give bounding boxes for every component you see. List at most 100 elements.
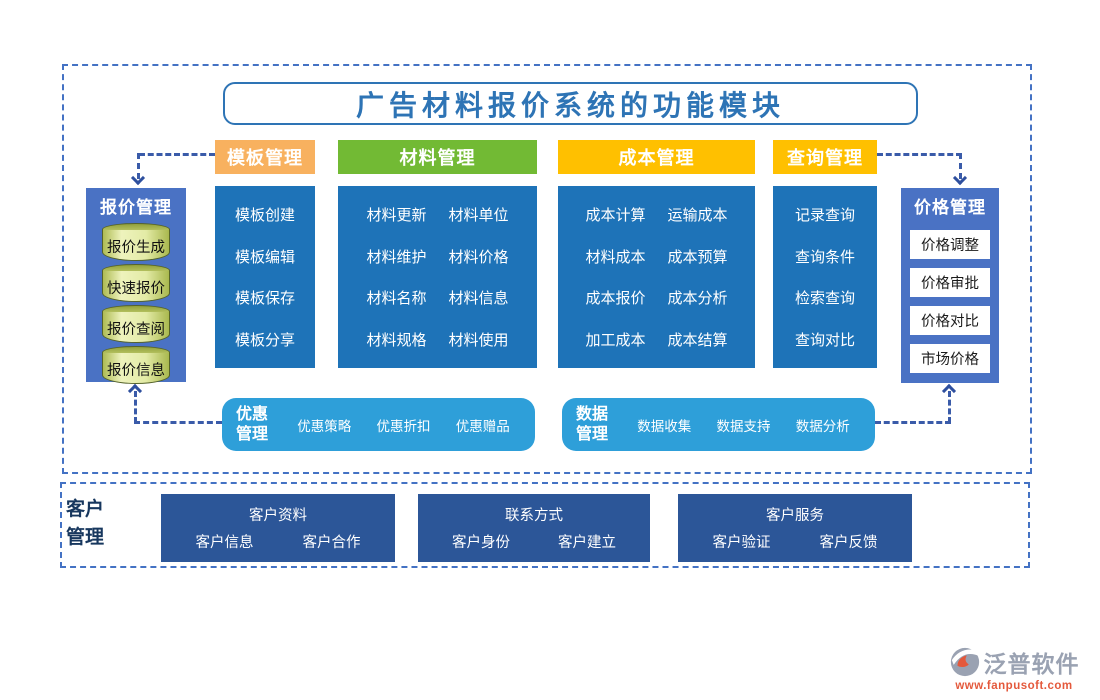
data-management-title: 数据管理 (576, 405, 609, 443)
column-row: 加工成本 成本结算 (558, 329, 755, 350)
customer-service-box: 客户服务 客户验证 客户反馈 (678, 494, 912, 562)
customer-group-title: 客户资料 (249, 508, 307, 524)
pill-item: 优惠策略 (297, 418, 352, 434)
cost-management-column: 成本计算 运输成本 材料成本 成本预算 成本报价 成本分析 加工成本 成本结算 (558, 186, 755, 368)
column-item: 模板创建 (234, 207, 295, 225)
header-label: 材料管理 (399, 148, 476, 168)
connector-discount-to-quote-vline (134, 391, 137, 423)
fanpu-logo-name: 泛普软件 (983, 651, 1080, 677)
query-management-column: 记录查询 查询条件 检索查询 查询对比 (773, 186, 877, 368)
header-label: 查询管理 (787, 148, 863, 168)
customer-group-items: 客户身份 客户建立 (428, 531, 640, 552)
fanpu-logo-row: 泛普软件 (949, 645, 1080, 679)
column-row: 成本报价 成本分析 (558, 287, 755, 308)
customer-dashed-frame (60, 482, 1030, 568)
discount-items: 优惠策略 优惠折扣 优惠赠品 (272, 415, 535, 435)
customer-group-items: 客户验证 客户反馈 (688, 531, 902, 552)
quote-management-title: 报价管理 (100, 198, 172, 217)
customer-item: 客户反馈 (819, 535, 878, 551)
column-item: 材料价格 (448, 248, 509, 266)
column-item: 运输成本 (667, 207, 728, 225)
column-row: 材料维护 材料价格 (338, 246, 537, 267)
diagram-title-box: 广告材料报价系统的功能模块 (223, 82, 918, 125)
cylinder-body-icon (102, 271, 170, 302)
column-row: 材料规格 材料使用 (338, 329, 537, 350)
column-item: 模板保存 (234, 290, 295, 308)
column-item: 成本报价 (585, 290, 646, 308)
price-item: 价格审批 (910, 268, 990, 297)
column-item: 成本计算 (585, 207, 646, 225)
connector-data-to-price-vline (948, 391, 951, 423)
column-item: 记录查询 (794, 207, 855, 225)
column-item: 成本分析 (667, 290, 728, 308)
customer-item: 客户建立 (558, 535, 616, 551)
customer-item: 客户验证 (712, 535, 771, 551)
customer-item: 客户身份 (452, 535, 510, 551)
column-item: 模板编辑 (234, 248, 295, 266)
customer-group-title: 客户服务 (766, 508, 824, 524)
connector-query-to-price-vline (959, 153, 962, 179)
customer-item: 客户信息 (195, 535, 254, 551)
connector-query-to-price-hline (877, 153, 962, 156)
header-label: 成本管理 (618, 148, 695, 168)
header-query-management: 查询管理 (773, 140, 877, 174)
main-dashed-frame (62, 64, 1032, 474)
column-item: 查询条件 (794, 248, 855, 266)
pill-item: 数据分析 (795, 418, 850, 434)
column-row: 材料成本 成本预算 (558, 246, 755, 267)
pill-item: 数据支持 (716, 418, 771, 434)
column-row: 材料更新 材料单位 (338, 204, 537, 225)
column-item: 材料信息 (448, 290, 509, 308)
discount-management-title: 优惠管理 (236, 405, 269, 443)
column-item: 材料维护 (366, 248, 427, 266)
fanpu-logo: 泛普软件 www.fanpusoft.com (938, 645, 1090, 692)
price-management-title: 价格管理 (914, 198, 986, 217)
header-cost-management: 成本管理 (558, 140, 755, 174)
cylinder-body-icon (102, 312, 170, 343)
column-item: 材料规格 (366, 331, 427, 349)
header-material-management: 材料管理 (338, 140, 537, 174)
column-row: 成本计算 运输成本 (558, 204, 755, 225)
column-item: 查询对比 (794, 331, 855, 349)
pill-item: 优惠赠品 (455, 418, 510, 434)
cylinder-body-icon (102, 353, 170, 384)
discount-management-pill: 优惠管理 优惠策略 优惠折扣 优惠赠品 (222, 398, 535, 451)
price-item: 市场价格 (910, 344, 990, 373)
pill-item: 优惠折扣 (376, 418, 431, 434)
database-cylinder: 快速报价 (102, 264, 170, 302)
header-template-management: 模板管理 (215, 140, 315, 174)
column-item: 材料更新 (366, 207, 427, 225)
connector-template-to-quote-vline (137, 153, 140, 179)
column-item: 成本预算 (667, 248, 728, 266)
quote-item-label: 报价信息 (107, 363, 165, 379)
column-item: 材料使用 (448, 331, 509, 349)
fanpu-logo-url: www.fanpusoft.com (955, 680, 1073, 692)
customer-item: 客户合作 (302, 535, 361, 551)
column-item: 检索查询 (794, 290, 855, 308)
header-label: 模板管理 (227, 148, 303, 168)
column-item: 材料名称 (366, 290, 427, 308)
column-item: 模板分享 (234, 331, 295, 349)
quote-management-box: 报价管理 报价生成 快速报价 报价查阅 报价信息 (86, 188, 186, 384)
data-management-pill: 数据管理 数据收集 数据支持 数据分析 (562, 398, 875, 451)
price-item: 价格对比 (910, 306, 990, 335)
material-management-column: 材料更新 材料单位 材料维护 材料价格 材料名称 材料信息 材料规格 材料使用 (338, 186, 537, 368)
quote-item-label: 报价生成 (107, 240, 165, 256)
customer-group-items: 客户信息 客户合作 (171, 531, 385, 552)
template-management-column: 模板创建 模板编辑 模板保存 模板分享 (215, 186, 315, 368)
column-item: 材料单位 (448, 207, 509, 225)
database-cylinder: 报价查阅 (102, 305, 170, 343)
connector-discount-to-quote-hline (134, 421, 222, 424)
column-row: 材料名称 材料信息 (338, 287, 537, 308)
customer-management-title: 客户管理 (66, 499, 105, 548)
database-cylinder: 报价信息 (102, 346, 170, 384)
data-items: 数据收集 数据支持 数据分析 (612, 415, 875, 435)
customer-profile-box: 客户资料 客户信息 客户合作 (161, 494, 395, 562)
column-item: 加工成本 (585, 331, 646, 349)
price-item: 价格调整 (910, 230, 990, 259)
database-cylinder: 报价生成 (102, 223, 170, 261)
quote-item-label: 报价查阅 (107, 322, 165, 338)
customer-contact-box: 联系方式 客户身份 客户建立 (418, 494, 650, 562)
diagram-title: 广告材料报价系统的功能模块 (355, 89, 785, 121)
